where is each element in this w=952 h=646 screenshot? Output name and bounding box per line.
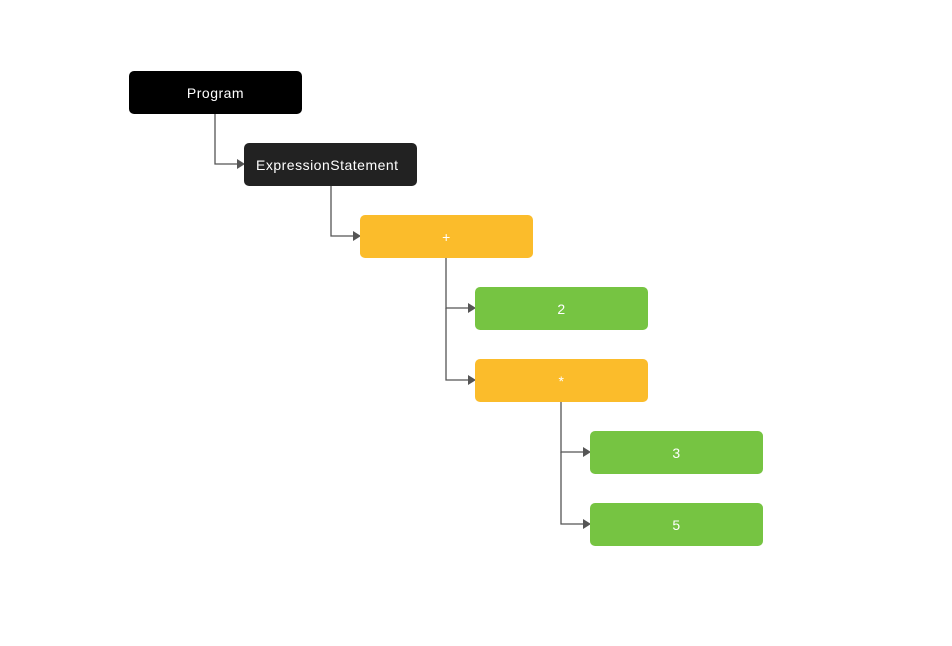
edge-times-to-five [560, 452, 584, 525]
node-label: 3 [672, 444, 681, 461]
arrowhead-icon [468, 303, 476, 313]
node-label: 2 [557, 300, 566, 317]
node-label: Program [186, 84, 245, 101]
node-plus-operator[interactable]: + [360, 215, 533, 258]
node-literal-five[interactable]: 5 [590, 503, 763, 546]
arrowhead-icon [353, 231, 361, 241]
node-label: + [442, 228, 451, 245]
arrowhead-icon [468, 375, 476, 385]
node-literal-three[interactable]: 3 [590, 431, 763, 474]
node-program[interactable]: Program [129, 71, 302, 114]
node-literal-two[interactable]: 2 [475, 287, 648, 330]
arrowhead-icon [583, 519, 591, 529]
edge-plus-to-two [445, 258, 469, 309]
arrowhead-icon [237, 159, 245, 169]
node-label: * [558, 372, 565, 389]
node-label: ExpressionStatement [256, 156, 399, 173]
node-expression-statement[interactable]: ExpressionStatement [244, 143, 417, 186]
edge-times-to-three [560, 402, 584, 453]
node-label: 5 [672, 516, 681, 533]
edge-program-to-statement [214, 114, 238, 165]
arrowhead-icon [583, 447, 591, 457]
node-times-operator[interactable]: * [475, 359, 648, 402]
edge-statement-to-plus [330, 186, 354, 237]
edge-plus-to-times [445, 308, 469, 381]
